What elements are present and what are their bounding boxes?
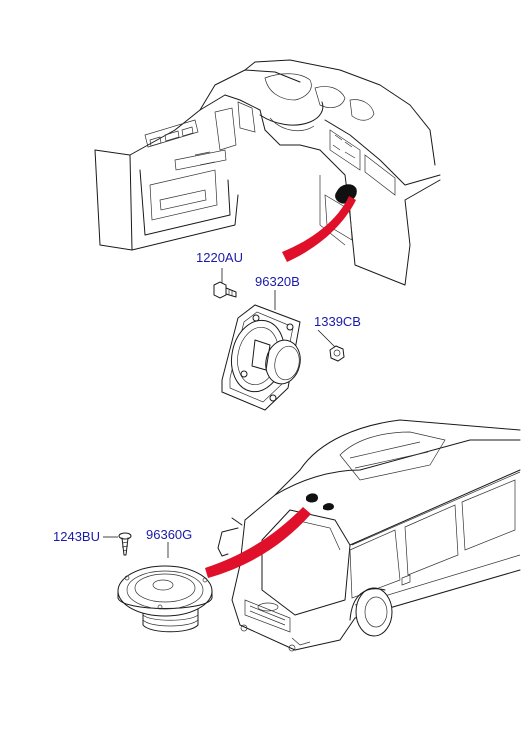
bus-illustration — [217, 419, 521, 652]
part-label-1243bu: 1243BU — [53, 529, 100, 544]
location-arrow-lower — [205, 507, 311, 578]
part-label-96320b: 96320B — [255, 274, 300, 289]
location-arrow-upper — [282, 196, 356, 262]
screw-1243bu — [103, 532, 132, 556]
part-label-1339cb: 1339CB — [314, 314, 361, 329]
part-label-1220au: 1220AU — [196, 250, 243, 265]
speaker-96320b — [221, 290, 301, 411]
bolt-1220au — [213, 268, 237, 299]
speaker-96360g — [117, 542, 213, 633]
dashboard-illustration — [94, 59, 441, 286]
nut-1339cb — [317, 329, 345, 362]
part-label-96360g: 96360G — [146, 527, 193, 542]
